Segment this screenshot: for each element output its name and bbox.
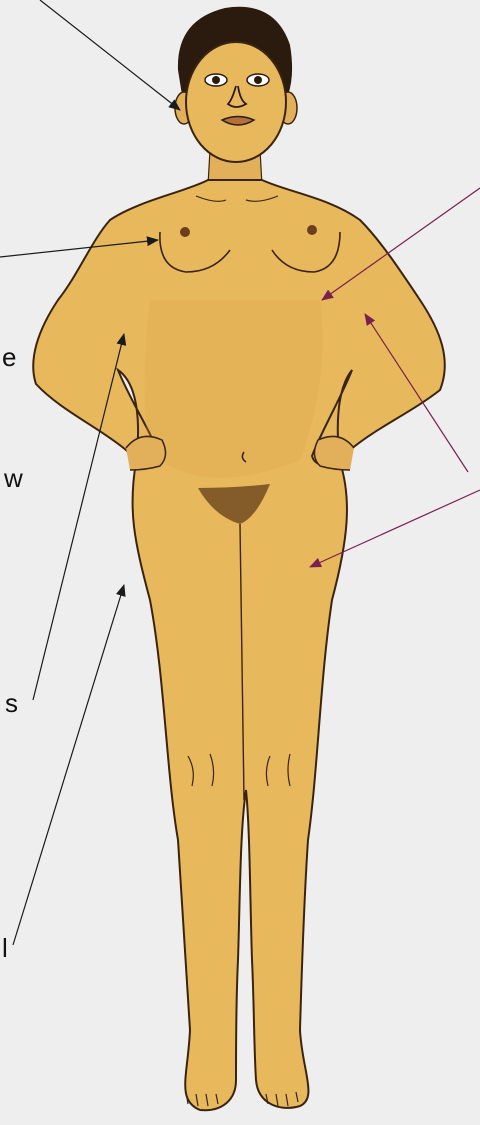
label-fragment-3: s <box>5 690 18 716</box>
left-hand <box>126 436 166 470</box>
right-nipple <box>307 225 317 235</box>
female-figure <box>33 7 445 1110</box>
label-fragment-1: e <box>2 344 16 370</box>
leader-line-face <box>40 0 180 110</box>
head <box>186 42 286 162</box>
label-fragment-2: w <box>4 465 23 491</box>
label-fragment-4: l <box>2 935 8 961</box>
left-nipple <box>180 227 190 237</box>
torso-shading <box>144 300 322 478</box>
right-hand <box>314 436 354 470</box>
leader-line-hip <box>13 585 124 945</box>
